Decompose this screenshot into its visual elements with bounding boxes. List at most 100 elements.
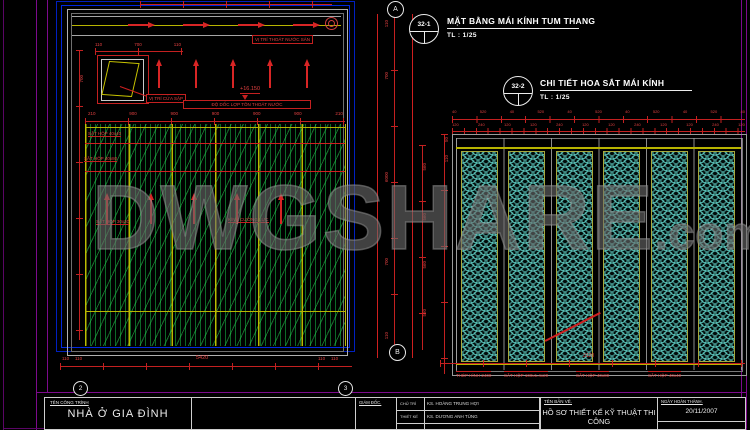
dim-value: 240 [478, 122, 485, 127]
grid-bubble-a: A [387, 1, 404, 18]
dim-value: 120 [582, 122, 589, 127]
flow-arrow-right [128, 21, 155, 28]
role-row: THIẾT KẾ KS. DƯƠNG ANH TÙNG [397, 411, 539, 424]
mid-dimline-ticks [391, 14, 398, 358]
dim-value: 120 [686, 122, 693, 127]
titleblock-empty-cell [191, 397, 356, 430]
grid-bubble-3: 3 [338, 381, 353, 396]
director-label: GIÁM ĐỐC. [359, 400, 382, 405]
plan-bottom-dim: 110 [62, 356, 70, 361]
mid-dim: 6000 [384, 172, 389, 183]
dim-value: 900 [294, 111, 302, 116]
slope-arrow-up [155, 59, 162, 88]
role-title: CHỦ TRÌ [400, 401, 417, 406]
dim-value: 240 [634, 122, 641, 127]
dim-value: 40 [740, 109, 745, 114]
detail-row-dim: 560 [422, 163, 427, 171]
dim-value: 40 [567, 109, 572, 114]
role-row [397, 424, 539, 430]
role-title: THIẾT KẾ [400, 414, 418, 419]
glass-red-line1 [85, 143, 345, 144]
detail-mullions [456, 138, 742, 370]
plan-frame-outer [67, 9, 348, 356]
dim-value: 120 [530, 122, 537, 127]
hatch-dimline [95, 48, 183, 55]
drawing-title-2: CHI TIẾT HOA SẮT MÁI KÍNH [540, 78, 692, 91]
detail-row-dimline [419, 145, 426, 350]
glass-red-line2 [85, 171, 345, 172]
dim-value: 120 [660, 122, 667, 127]
dim-value: 120 [452, 122, 459, 127]
date-cell-divider [657, 421, 746, 422]
plan-bottom-dim: 110 [331, 356, 339, 361]
dim-value: 900 [129, 111, 137, 116]
callout-circle-2: 32-2 [503, 76, 533, 106]
dim-value: 520 [595, 109, 602, 114]
dim-value: 240 [712, 122, 719, 127]
detail-left-dim: 50 [444, 137, 449, 143]
drain-ornament-icon [325, 17, 338, 30]
callout-id: 32-1 [417, 21, 431, 29]
detail-left-dim: 110 [444, 155, 449, 163]
plan-bottom-dimline [60, 363, 352, 370]
detail-bottom-label: SẮT HỘP 100x1.4x20 [504, 371, 549, 378]
detail-bottom-dim: 3120 [583, 353, 595, 359]
mid-dim-line2 [412, 14, 413, 358]
detail-bottom-label: SẮT HỘP 40x40 [648, 371, 682, 378]
detail-row-dim: 560 [422, 213, 427, 221]
dim-value: 40 [625, 109, 630, 114]
dim-value: 210 [88, 111, 96, 116]
flow-arrow-right [238, 21, 265, 28]
grid-bubble-b: B [389, 344, 406, 361]
sheet-name: HỒ SƠ THIẾT KẾ KỸ THUẬT THI CÔNG [542, 408, 656, 426]
mid-dim: 700 [384, 72, 389, 80]
dim-value: 240 [556, 122, 563, 127]
mid-dim: 110 [384, 332, 389, 340]
detail-row-dim: 560 [422, 309, 427, 317]
dim-value: 520 [652, 109, 660, 114]
dim-value: 520 [537, 109, 545, 114]
role-name: KS. HOÀNG TRUNG HỢI [427, 401, 479, 406]
dim-value: 110 [173, 42, 181, 47]
plan-top-dimline2 [85, 118, 345, 125]
dim-value: 40 [509, 109, 515, 114]
glass-arrow-up [233, 193, 240, 224]
dim-value: 900 [170, 111, 178, 116]
plan-top-dimline [140, 1, 332, 8]
drawing-title-1: MẶT BẰNG MÁI KÍNH TUM THANG [447, 16, 595, 29]
slope-label: ĐỘ DỐC LỢP TÔN THOÁT NƯỚC [183, 100, 311, 110]
sheet-border-left-inner [47, 0, 48, 393]
plan-bottom-dim-center: 5420 [196, 355, 209, 361]
dim-value: 120 [608, 122, 615, 127]
dim-value: 40 [682, 109, 688, 114]
role-name: KS. DƯƠNG ANH TÙNG [427, 414, 478, 419]
steel-label-2: SẮT HỘP 40x80 [84, 156, 118, 163]
callout-id: 32-2 [511, 83, 525, 91]
detail-bottom-dimline [440, 360, 745, 367]
flow-arrow-right [293, 21, 320, 28]
plan-bottom-dim: 110 [75, 356, 83, 361]
date-label: NGÀY HOÀN THÀNH. [661, 399, 703, 404]
detail-row-dim: 560 [422, 261, 427, 269]
drawing-scale-1: TL : 1/25 [447, 32, 477, 39]
dim-value: 520 [710, 109, 718, 114]
role-row: CHỦ TRÌ KS. HOÀNG TRUNG HỢI [397, 398, 539, 411]
hatch-door-frame [101, 59, 144, 101]
glass-mullions [85, 124, 346, 346]
detail-bottom-label: SẮT HỘP 40x80 [576, 371, 610, 378]
steel-label-3: SẮT HỘP 30x30 [96, 219, 130, 226]
project-name: NHÀ Ở GIA ĐÌNH [67, 408, 169, 420]
glass-arrow-up [147, 193, 154, 224]
mid-dim: 110 [384, 20, 389, 28]
detail-top-dimline1 [452, 116, 745, 123]
glass-rail-top [85, 127, 345, 128]
titleblock-project-cell [44, 397, 192, 430]
steel-label-1: SẮT HỘP 40x40 [88, 131, 122, 138]
mid-dim: 700 [384, 258, 389, 266]
detail-rail-top [456, 147, 741, 149]
dim-value: 110 [95, 42, 103, 47]
date-value: 20/11/2007 [685, 408, 718, 415]
slope-arrow-up [192, 59, 199, 88]
